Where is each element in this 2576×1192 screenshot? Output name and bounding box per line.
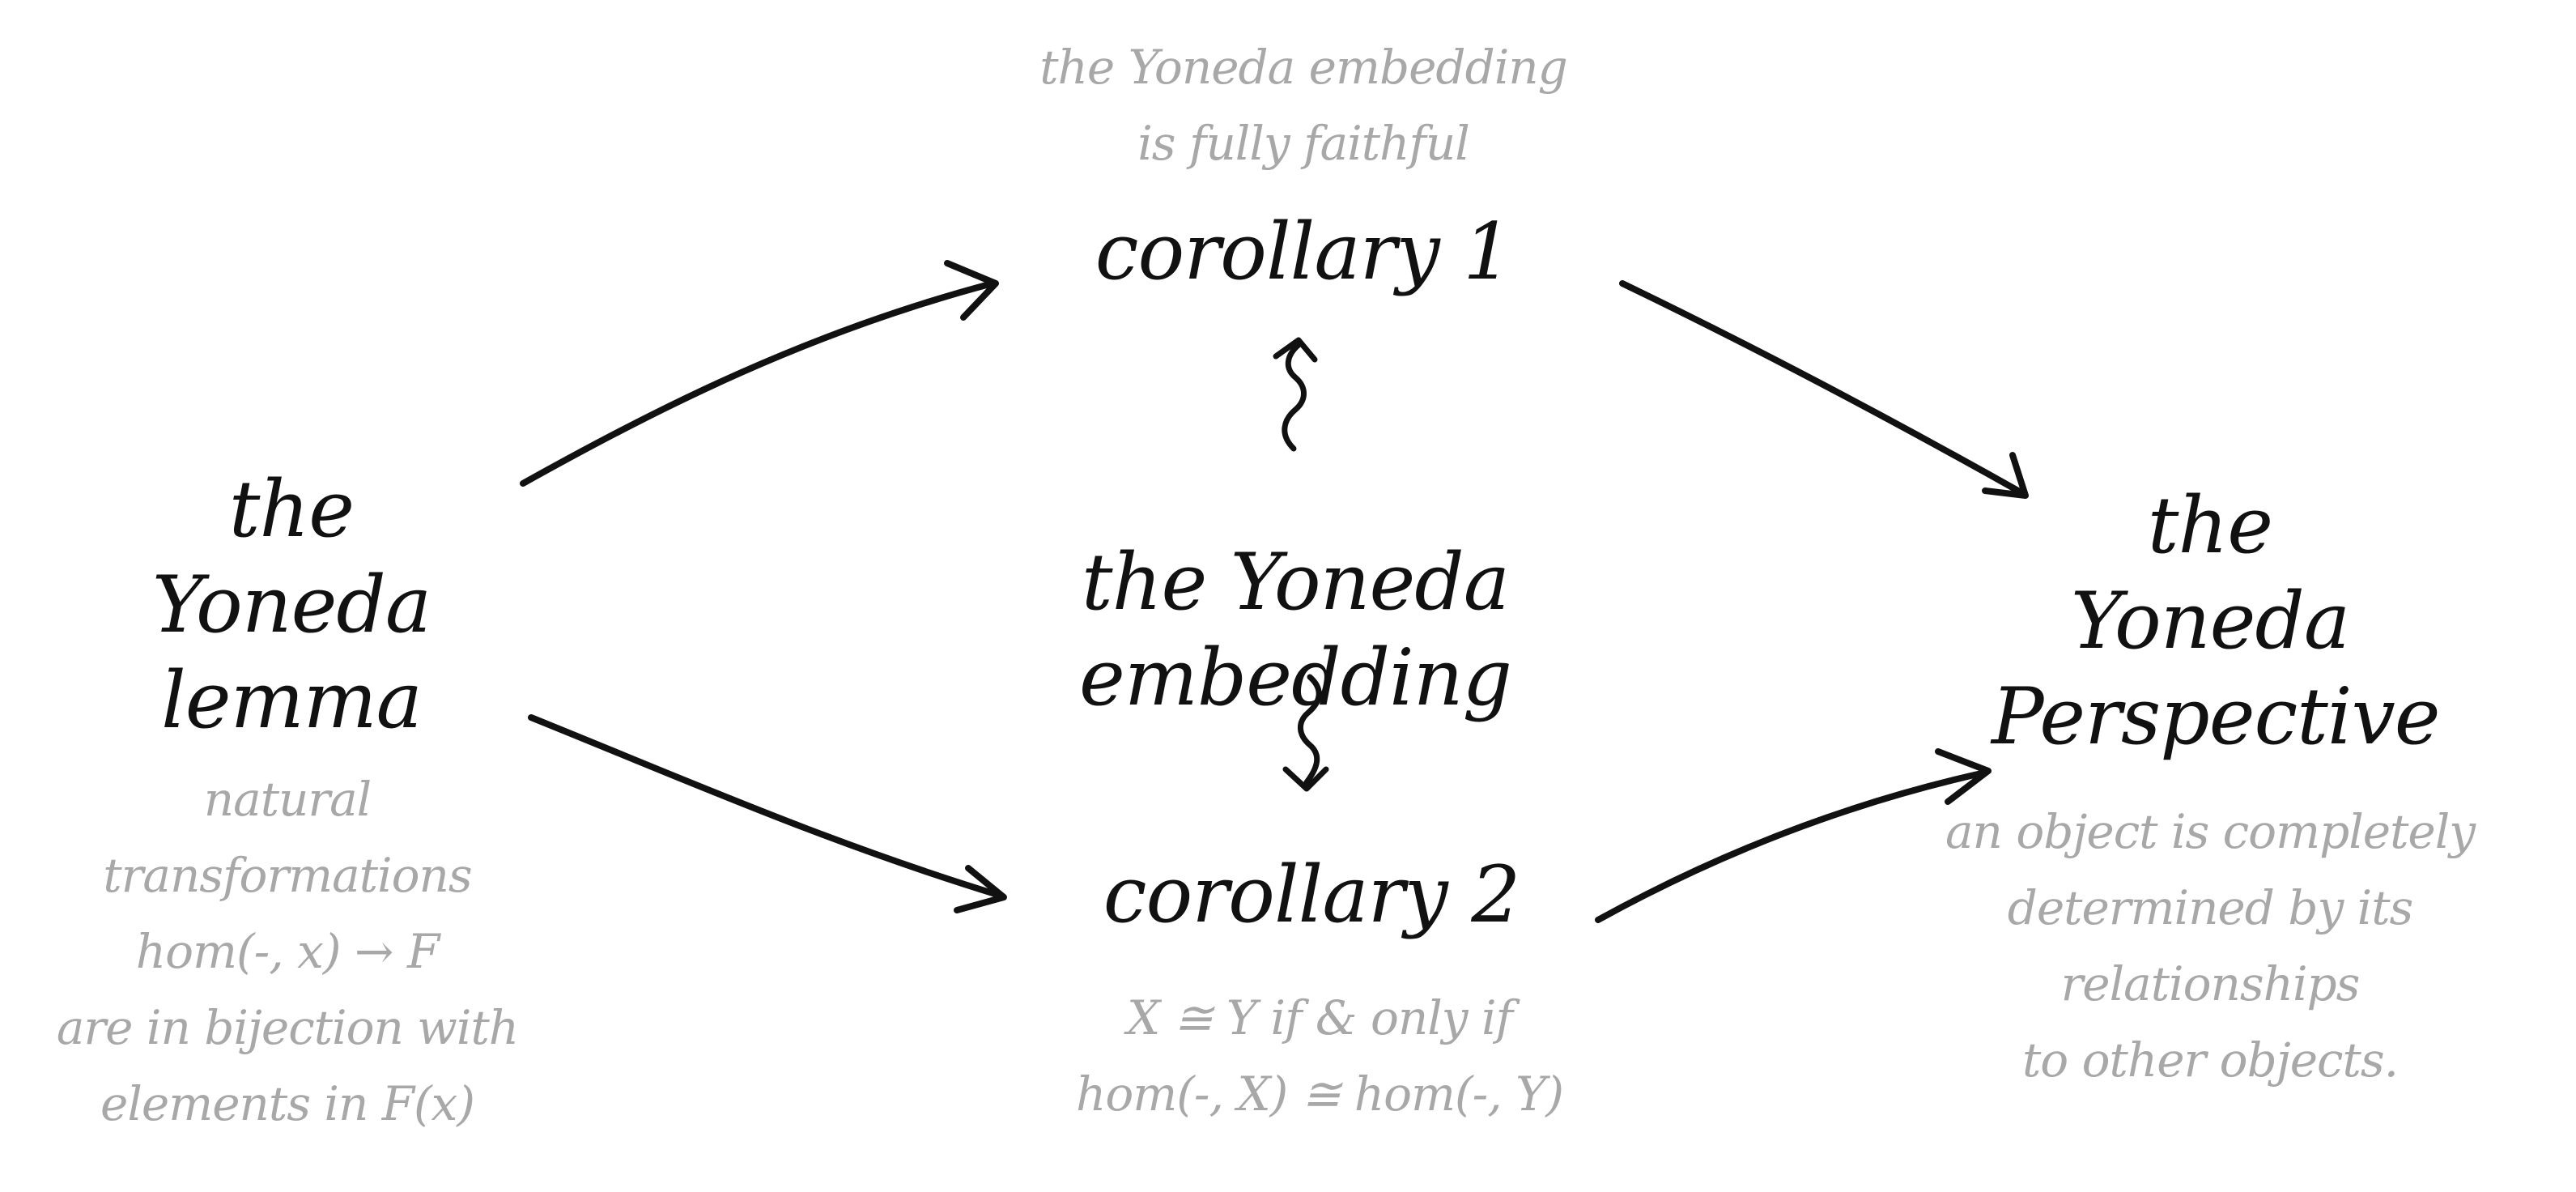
edge-corollary2-to-perspective [1595,748,1992,923]
node-yoneda-embedding-title: the Yoneda embedding [1079,537,1512,723]
node-yoneda-lemma-title: the Yoneda lemma [151,464,431,746]
node-corollary1-caption: the Yoneda embedding is fully faithful [1039,40,1567,171]
arrowhead [1282,766,1329,792]
arrow-shaft [1595,769,1988,923]
edge-embedding-to-corollary1 [1273,337,1318,452]
arrowhead [954,865,1007,913]
edge-lemma-to-corollary2 [528,714,1007,913]
arrow-shaft [1619,280,2027,497]
node-yoneda-perspective-title: the Yoneda Perspective [1992,480,2441,762]
node-yoneda-lemma-caption: natural transformations hom(-, x) → F ar… [56,772,519,1131]
arrowhead [1273,337,1318,363]
node-corollary2-caption: X ≅ Y if & only if hom(-, X) ≅ hom(-, Y) [1075,990,1564,1122]
arrowhead [1982,452,2029,499]
arrowhead [944,260,999,321]
squiggly-shaft [1282,342,1307,452]
edge-lemma-to-corollary1 [520,260,999,487]
node-corollary1-title: corollary 1 [1095,206,1513,297]
squiggly-shaft [1298,674,1322,785]
node-corollary2-title: corollary 2 [1103,849,1521,940]
edge-embedding-to-corollary2 [1282,674,1329,792]
arrow-shaft [520,280,996,487]
edge-corollary1-to-perspective [1619,280,2029,499]
node-yoneda-perspective-caption: an object is completely determined by it… [1945,804,2476,1088]
arrow-shaft [528,714,1004,899]
arrowhead [1935,748,1992,805]
